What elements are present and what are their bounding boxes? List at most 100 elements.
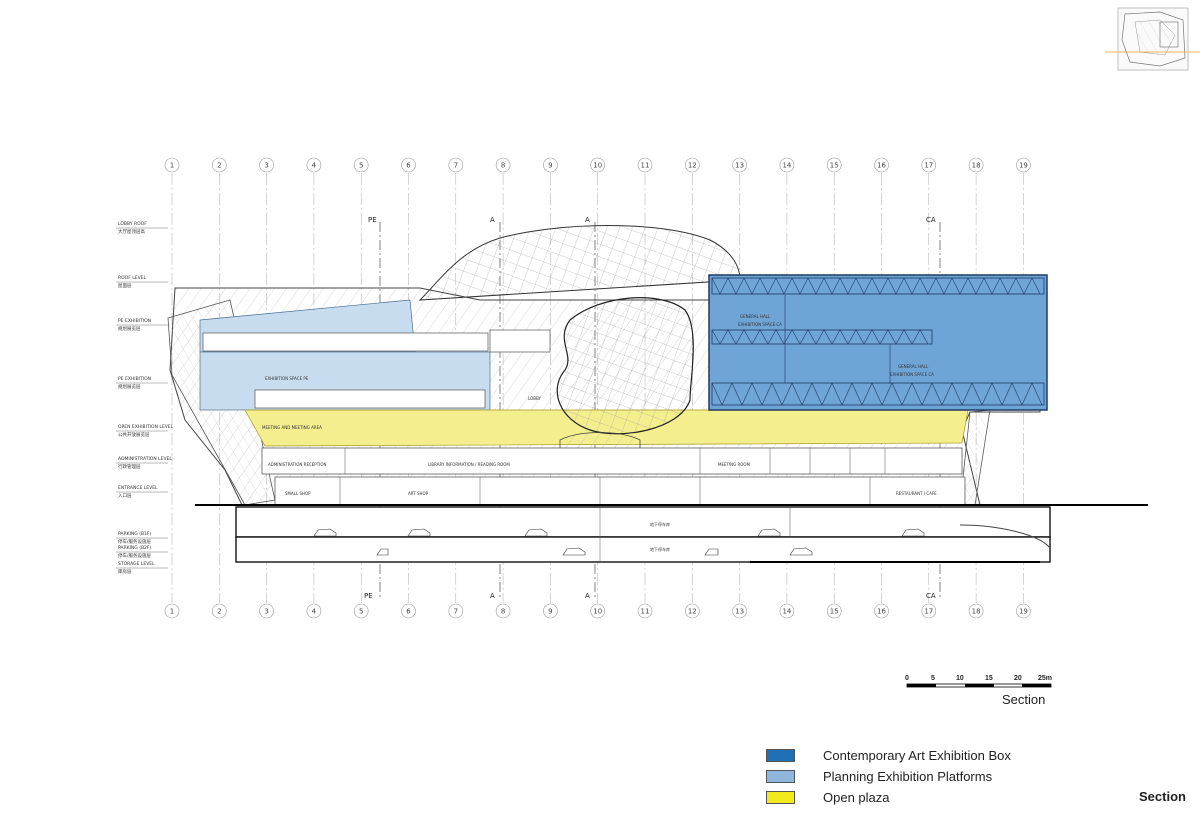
- grid-bubble-bottom-6: [401, 603, 416, 619]
- legend-item-open-plaza: Open plaza: [766, 787, 1011, 808]
- label-exhibition-space-ca-2: EXHIBITION SPACE CA: [890, 372, 934, 377]
- scale-caption: Section: [1002, 692, 1046, 707]
- basement-b2: [235, 536, 1051, 563]
- label-parking-1: 地下停车库: [650, 521, 670, 527]
- legend-label-pe-platforms: Planning Exhibition Platforms: [823, 769, 993, 784]
- grid-bubble-bottom-8: [495, 603, 511, 619]
- level-name-cn-5: 行政管理层: [118, 463, 141, 470]
- section-mark-pe-bottom: PE: [364, 592, 373, 600]
- level-name-cn-4: 公共开放展览层: [118, 431, 150, 438]
- ca-box-truss-mid: [711, 329, 929, 345]
- grid-bubble-top-4: [306, 157, 322, 173]
- grid-bubble-bottom-11: [637, 603, 653, 619]
- grid-bubble-bottom-3: [259, 603, 274, 619]
- label-general-hall-1: GENERAL HALL: [740, 314, 771, 319]
- legend-label-open-plaza: Open plaza: [823, 790, 890, 805]
- grid-label-top-11: 11: [641, 162, 650, 170]
- grid-bubble-bottom-13: [732, 603, 747, 619]
- level-name-cn-6: 入口层: [118, 493, 132, 499]
- grid-label-top-1: 1: [170, 162, 174, 170]
- grid-label-bottom-6: 6: [406, 608, 411, 616]
- scale-tick-20: 20: [1014, 675, 1022, 682]
- level-name-cn-2: 规划展览层: [118, 325, 141, 332]
- grid-bubble-bottom-12: [684, 603, 700, 619]
- cars: [313, 528, 925, 556]
- grid-label-bottom-14: 14: [782, 608, 791, 616]
- grid-label-bottom-13: 13: [735, 608, 744, 616]
- ca-box-mid-floor: [711, 329, 933, 345]
- label-meeting-room: MEETING ROOM: [718, 462, 751, 467]
- grid-bubble-bottom-16: [874, 603, 889, 619]
- grid-label-bottom-9: 9: [548, 608, 552, 616]
- ca-box-truss-bottom: [711, 382, 1043, 406]
- grid-bubble-bottom-2: [212, 603, 227, 619]
- label-exhibition-space-ca-1: EXHIBITION SPACE CA: [738, 322, 782, 327]
- level-name-en-9: STORAGE LEVEL: [118, 561, 155, 567]
- scale-tick-10: 10: [956, 675, 964, 682]
- contemporary-art-box: [708, 274, 1048, 411]
- grid-label-top-13: 13: [735, 162, 744, 170]
- scale-tick-5: 5: [931, 675, 935, 682]
- pe-white-band-2: [254, 389, 486, 409]
- grid-bubble-top-2: [212, 157, 227, 173]
- grid-label-bottom-1: 1: [170, 608, 174, 616]
- pe-white-band-3: [489, 329, 551, 353]
- section-mark-a-top-2: A: [585, 216, 590, 224]
- level-name-cn-0: 大厅屋顶层高: [118, 228, 145, 235]
- grid-bubble-top-14: [779, 157, 795, 173]
- grid-label-top-6: 6: [406, 162, 411, 170]
- level-name-en-5: ADMINISTRATION LEVEL: [118, 456, 172, 462]
- grid-bubble-top-15: [826, 157, 842, 173]
- grid-label-top-10: 10: [593, 162, 602, 170]
- grid-bubble-top-6: [401, 157, 416, 173]
- grid-bubble-bottom-17: [921, 603, 937, 619]
- label-art-shop: ART SHOP: [408, 491, 429, 496]
- label-library: LIBRARY INFORMATION / READING ROOM: [428, 462, 510, 467]
- legend-item-ca-box: Contemporary Art Exhibition Box: [766, 745, 1011, 766]
- legend: Contemporary Art Exhibition Box Planning…: [766, 745, 1011, 808]
- grid-label-top-15: 15: [830, 162, 839, 170]
- lobby-roof-shell: [418, 225, 741, 301]
- grid-label-top-7: 7: [454, 162, 458, 170]
- admin-level: [261, 447, 963, 475]
- pe-white-band-1: [202, 332, 489, 352]
- grid-bubble-top-18: [968, 157, 984, 173]
- level-name-cn-8: 停车/服务设施层: [118, 552, 152, 559]
- grid-bubble-top-17: [921, 157, 937, 173]
- ca-box-band-top: [711, 277, 1045, 295]
- grid-label-top-3: 3: [264, 162, 268, 170]
- grid-bubble-bottom-18: [968, 603, 984, 619]
- section-mark-a-top-1: A: [490, 216, 495, 224]
- grid-label-bottom-19: 19: [1019, 608, 1028, 616]
- grid-bubble-bottom-10: [590, 603, 606, 619]
- page-title: Section: [1139, 789, 1186, 804]
- grid-bubble-bottom-4: [306, 603, 322, 619]
- level-name-cn-1: 屋面层: [118, 283, 132, 289]
- grid-label-top-17: 17: [924, 162, 933, 170]
- legend-item-pe-platforms: Planning Exhibition Platforms: [766, 766, 1011, 787]
- scale-bar: 0 5 10 15 20 25m: [905, 675, 1052, 688]
- label-meeting-area: MEETING AND MEETING AREA: [262, 425, 322, 430]
- grid-bubble-top-9: [543, 157, 558, 173]
- grid-label-bottom-10: 10: [593, 608, 602, 616]
- section-mark-ca-bottom: CA: [926, 592, 936, 600]
- level-name-en-6: ENTRANCE LEVEL: [118, 485, 158, 491]
- key-plan: [1105, 7, 1200, 71]
- level-name-cn-3: 规划展览层: [118, 383, 141, 390]
- section-mark-a-bottom-2: A: [585, 592, 590, 600]
- level-name-en-0: LOBBY ROOF: [118, 221, 147, 227]
- grid-label-bottom-4: 4: [312, 608, 317, 616]
- label-small-shop: SMALL SHOP: [285, 491, 311, 496]
- grid-bubble-top-1: [164, 157, 180, 173]
- grid-bubble-bottom-15: [826, 603, 842, 619]
- level-name-cn-7: 停车/服务设施层: [118, 538, 152, 545]
- entrance-level: [274, 476, 966, 506]
- grid-bubble-top-13: [732, 157, 747, 173]
- level-name-en-4: OPEN EXHIBITION LEVEL: [118, 424, 174, 430]
- grid-label-top-16: 16: [877, 162, 886, 170]
- grid-bubble-bottom-7: [448, 603, 464, 619]
- grid-label-top-2: 2: [217, 162, 221, 170]
